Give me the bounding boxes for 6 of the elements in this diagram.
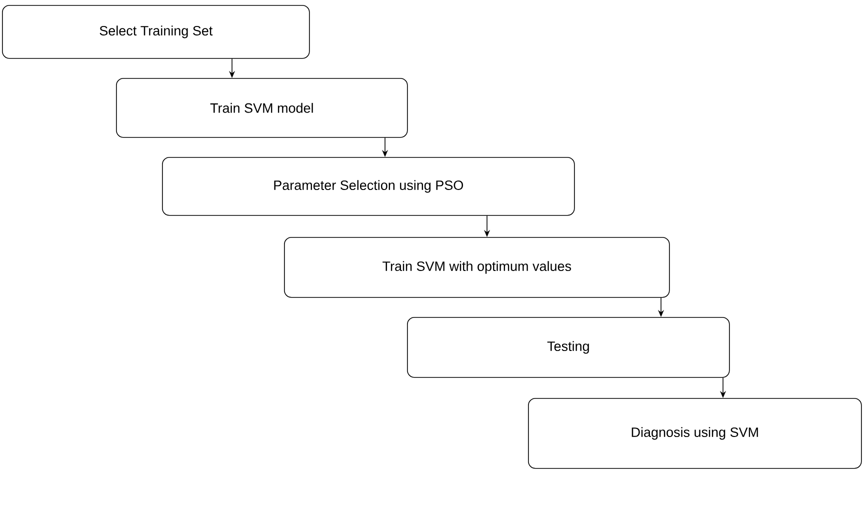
process-box: Train SVM with optimum values bbox=[284, 237, 670, 298]
process-box: Train SVM model bbox=[116, 78, 408, 138]
process-box: Select Training Set bbox=[2, 5, 310, 59]
process-box: Parameter Selection using PSO bbox=[162, 157, 575, 216]
process-box: Diagnosis using SVM bbox=[528, 398, 862, 469]
process-box: Testing bbox=[407, 317, 730, 378]
